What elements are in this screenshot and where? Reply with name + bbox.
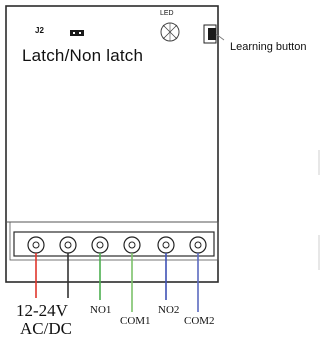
com1-label: COM1 — [120, 315, 151, 327]
learning-button-cap — [208, 28, 216, 40]
terminal-block — [13, 231, 215, 257]
jumper-pin — [73, 32, 75, 34]
terminal-2 — [59, 236, 77, 254]
terminal-4 — [123, 236, 141, 254]
power-voltage-label: 12-24V — [16, 301, 68, 320]
terminal-block-rail — [9, 221, 219, 261]
latch-mode-label: Latch/Non latch — [22, 46, 144, 65]
learning-button-label: Learning button — [230, 41, 307, 53]
terminal-1 — [27, 236, 45, 254]
com2-label: COM2 — [184, 315, 215, 327]
learning-button-pointer — [215, 33, 225, 41]
terminal-3 — [91, 236, 109, 254]
terminal-6 — [189, 236, 207, 254]
jumper-pin — [79, 32, 81, 34]
no2-label: NO2 — [158, 304, 180, 316]
jumper-j2 — [70, 30, 84, 36]
led-id-label: LED — [160, 10, 174, 17]
power-type-label: AC/DC — [20, 319, 72, 338]
jumper-id-label: J2 — [35, 26, 44, 35]
terminal-5 — [157, 236, 175, 254]
no1-label: NO1 — [90, 304, 112, 316]
